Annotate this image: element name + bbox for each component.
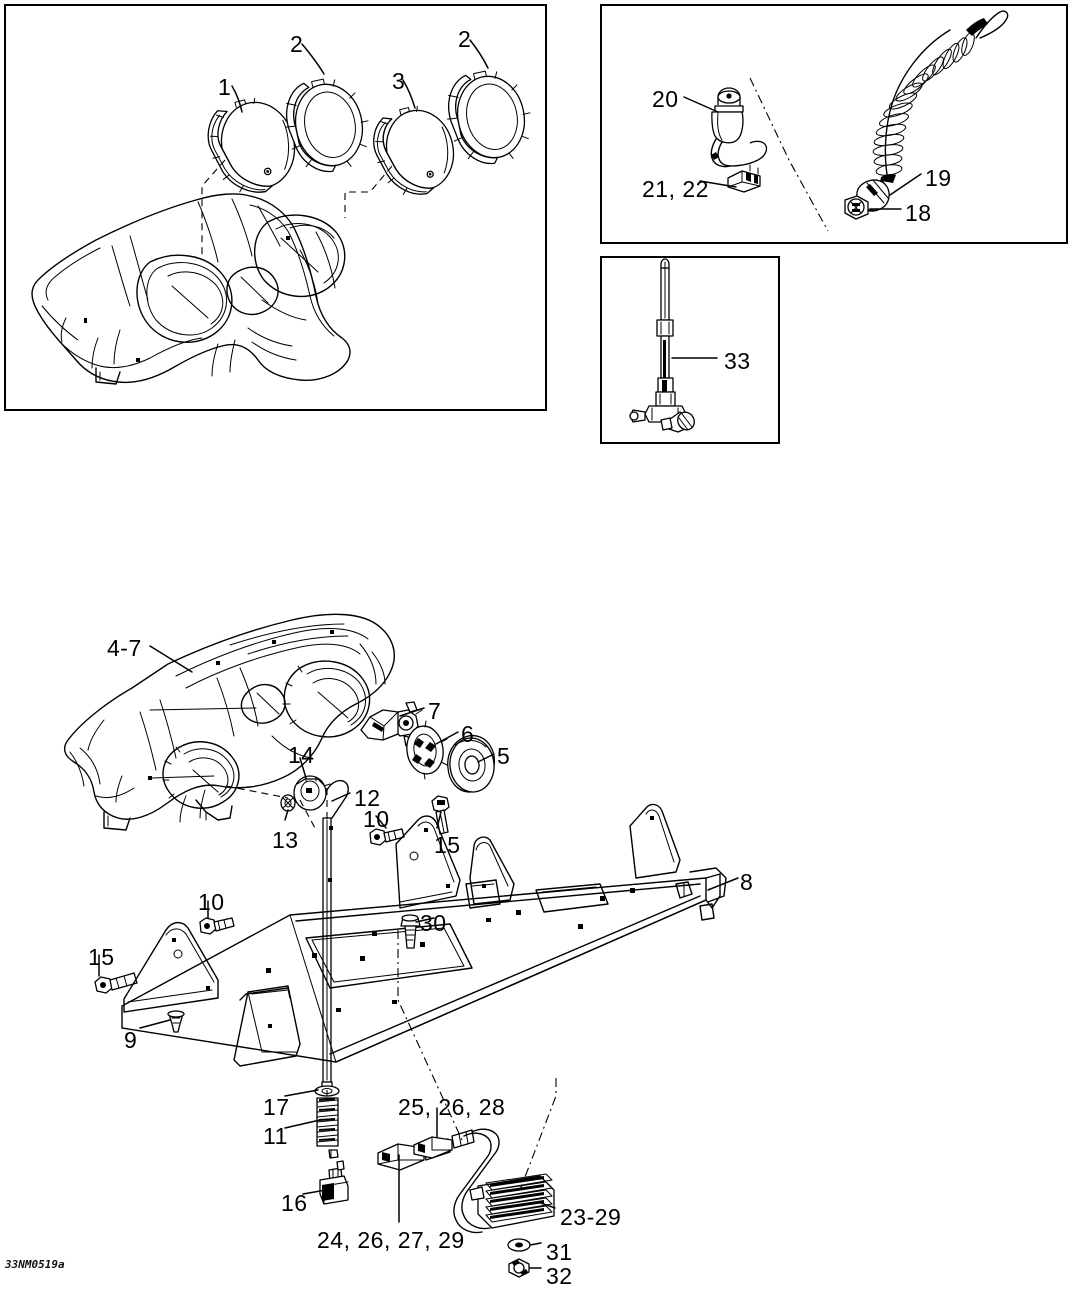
sheet-id-watermark: 33NM0519a xyxy=(5,1258,65,1271)
gauge-bezel-ring-2a xyxy=(284,78,369,173)
callout-10-upper: 10 xyxy=(363,806,390,832)
callout-14: 14 xyxy=(288,742,315,768)
cap-14 xyxy=(293,775,331,811)
spring-11 xyxy=(316,1097,339,1159)
nut-32 xyxy=(508,1258,530,1278)
regulator-23-29 xyxy=(453,1128,555,1234)
washer-31 xyxy=(507,1238,531,1252)
callout-5: 5 xyxy=(497,743,511,769)
antenna-assembly xyxy=(629,258,718,433)
callout-33: 33 xyxy=(724,348,751,374)
callout-1: 1 xyxy=(218,74,232,100)
switch-16 xyxy=(319,1160,349,1205)
tether-cord-assembly xyxy=(844,10,1009,220)
panel1-leader-lines xyxy=(201,39,489,258)
callout-15-lower: 15 xyxy=(88,944,115,970)
rod-12 xyxy=(321,779,349,1091)
callout-13: 13 xyxy=(272,827,299,853)
connector-25-26-28 xyxy=(413,1129,475,1159)
retainer-ring-6 xyxy=(406,720,448,780)
callout-25-26-28: 25, 26, 28 xyxy=(398,1094,506,1120)
console-body xyxy=(31,193,351,385)
cap-5 xyxy=(447,734,496,793)
callout-16: 16 xyxy=(281,1190,308,1216)
console-gauge-panel-border xyxy=(4,4,547,411)
push-rivet-9 xyxy=(167,1010,185,1033)
callout-24-26-27-29: 24, 26, 27, 29 xyxy=(317,1227,465,1253)
callout-9: 9 xyxy=(124,1027,138,1053)
callout-20: 20 xyxy=(652,86,679,112)
callout-3: 3 xyxy=(392,68,406,94)
bolt-10-lower xyxy=(199,917,235,935)
gauge-bezel-3 xyxy=(373,105,455,195)
callout-7: 7 xyxy=(428,698,442,724)
callout-18: 18 xyxy=(905,200,932,226)
callout-15-upper: 15 xyxy=(434,832,461,858)
tether-cap-assembly xyxy=(710,87,768,193)
main-leader-lines xyxy=(98,645,739,1269)
screw-30 xyxy=(400,914,421,949)
instrument-console-4-7 xyxy=(63,613,395,831)
gauge-bezel-ring-2b xyxy=(446,70,531,165)
support-frame-8 xyxy=(121,803,727,1067)
callout-4-7: 4-7 xyxy=(107,635,142,661)
callout-12: 12 xyxy=(354,785,381,811)
callout-10-lower: 10 xyxy=(198,889,225,915)
bolt-10-upper xyxy=(369,828,405,846)
callout-17: 17 xyxy=(263,1094,290,1120)
gauge-bezel-1 xyxy=(207,97,296,193)
callout-30: 30 xyxy=(420,910,447,936)
callout-21-22: 21, 22 xyxy=(642,176,709,202)
washer-13 xyxy=(280,794,296,812)
callout-8: 8 xyxy=(740,869,754,895)
callout-31: 31 xyxy=(546,1239,573,1265)
panel2-leader-lines xyxy=(683,77,922,232)
callout-6: 6 xyxy=(461,721,475,747)
callout-2a: 2 xyxy=(290,31,304,57)
bulb-socket-7 xyxy=(360,701,425,747)
callout-19: 19 xyxy=(925,165,952,191)
antenna-panel-border xyxy=(600,256,780,444)
callout-2b: 2 xyxy=(458,26,472,52)
callout-11: 11 xyxy=(263,1123,288,1149)
tether-switch-panel-border xyxy=(600,4,1068,244)
callout-23-29: 23-29 xyxy=(560,1204,622,1230)
callout-32: 32 xyxy=(546,1263,573,1289)
bolt-15-lower xyxy=(94,972,138,994)
